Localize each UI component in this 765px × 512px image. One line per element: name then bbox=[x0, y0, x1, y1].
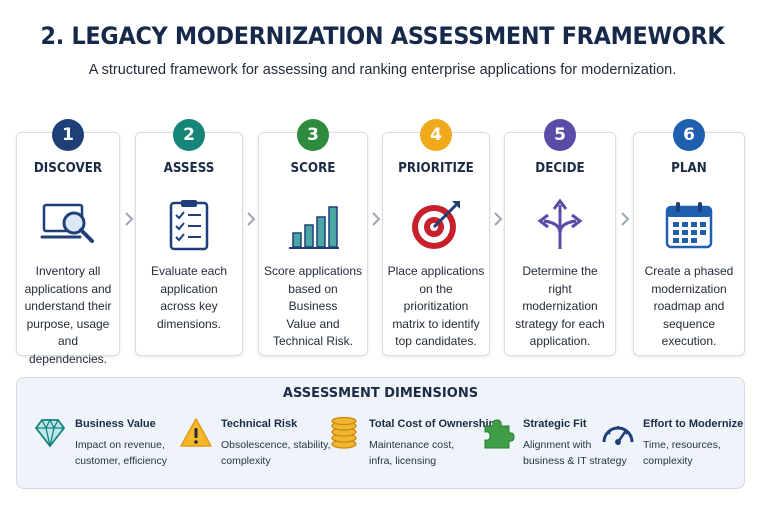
step-card-discover: 1 DISCOVER Inventory all applications an… bbox=[16, 119, 120, 366]
chevron-right-icon bbox=[621, 212, 630, 226]
puzzle-icon bbox=[484, 419, 515, 449]
coins-icon bbox=[331, 416, 357, 449]
dimension-description: Time, resources, complexity bbox=[643, 439, 721, 467]
step-number-badge: 4 bbox=[420, 119, 452, 151]
page-title: 2. LEGACY MODERNIZATION ASSESSMENT FRAME… bbox=[40, 22, 725, 50]
step-title: DISCOVER bbox=[33, 161, 103, 176]
step-title: ASSESS bbox=[163, 161, 215, 176]
step-card-prioritize: 4 PRIORITIZE Place applications on the p… bbox=[382, 119, 490, 356]
step-card-assess: 2 ASSESS Evaluate each application acros… bbox=[135, 119, 243, 356]
assessment-dimensions-panel: ASSESSMENT DIMENSIONS Business Value Imp… bbox=[16, 377, 745, 489]
dimension-description: Impact on revenue, customer, efficiency bbox=[75, 439, 168, 467]
step-description: Place applications on the prioritization… bbox=[387, 264, 485, 348]
split-arrows-icon bbox=[537, 198, 583, 249]
step-description: Evaluate each application across key dim… bbox=[150, 264, 228, 331]
step-number-badge: 6 bbox=[673, 119, 705, 151]
step-number-badge: 3 bbox=[297, 119, 329, 151]
step-card-score: 3 SCORE Score applications based on Busi… bbox=[258, 119, 368, 356]
dimension-name: Strategic Fit bbox=[523, 418, 587, 430]
dimension-total-cost-of-ownership: Total Cost of Ownership Maintenance cost… bbox=[327, 414, 495, 474]
chevron-right-icon bbox=[372, 212, 381, 226]
step-description: Create a phased modernization roadmap an… bbox=[644, 264, 734, 348]
chevron-right-icon bbox=[247, 212, 256, 226]
target-icon bbox=[412, 201, 460, 249]
chevron-right-icon bbox=[125, 212, 134, 226]
process-steps: 1 DISCOVER Inventory all applications an… bbox=[0, 112, 765, 366]
step-number-badge: 2 bbox=[173, 119, 205, 151]
gauge-icon bbox=[602, 426, 634, 445]
step-title: DECIDE bbox=[535, 161, 585, 176]
dimension-description: Obsolescence, stability, complexity bbox=[221, 439, 331, 467]
step-description: Score applications based on Business Val… bbox=[263, 264, 363, 348]
dimension-name: Total Cost of Ownership bbox=[369, 418, 496, 430]
step-number-badge: 5 bbox=[544, 119, 576, 151]
dimension-strategic-fit: Strategic Fit Alignment with business & … bbox=[481, 414, 627, 474]
dimension-name: Effort to Modernize bbox=[643, 418, 744, 430]
warning-icon bbox=[180, 418, 212, 447]
step-card-plan: 6 PLAN Create a phased modernization roa… bbox=[633, 119, 745, 356]
calendar-icon bbox=[665, 202, 713, 249]
step-description: Determine the right modernization strate… bbox=[515, 264, 605, 348]
step-title: PLAN bbox=[671, 161, 707, 176]
step-description: Inventory all applications and understan… bbox=[24, 264, 112, 366]
magnifier-monitor-icon bbox=[40, 203, 94, 243]
step-number-badge: 1 bbox=[52, 119, 84, 151]
dimension-description: Maintenance cost, infra, licensing bbox=[369, 439, 455, 467]
step-card-decide: 5 DECIDE Determine the right modernizati… bbox=[504, 119, 616, 356]
dimension-technical-risk: Technical Risk Obsolescence, stability, … bbox=[179, 414, 331, 474]
chevron-right-icon bbox=[494, 212, 503, 226]
step-title: SCORE bbox=[290, 161, 336, 176]
dimension-effort-to-modernize: Effort to Modernize Time, resources, com… bbox=[601, 414, 744, 474]
clipboard-checklist-icon bbox=[169, 200, 209, 251]
dimension-description: Alignment with business & IT strategy bbox=[523, 439, 627, 467]
dimension-name: Technical Risk bbox=[221, 418, 298, 430]
page-subtitle: A structured framework for assessing and… bbox=[88, 62, 677, 78]
dimensions-title: ASSESSMENT DIMENSIONS bbox=[282, 386, 479, 401]
step-title: PRIORITIZE bbox=[398, 161, 474, 176]
bar-chart-icon bbox=[289, 206, 339, 249]
dimension-name: Business Value bbox=[75, 418, 156, 430]
dimension-business-value: Business Value Impact on revenue, custom… bbox=[33, 414, 167, 474]
diamond-icon bbox=[34, 418, 66, 448]
